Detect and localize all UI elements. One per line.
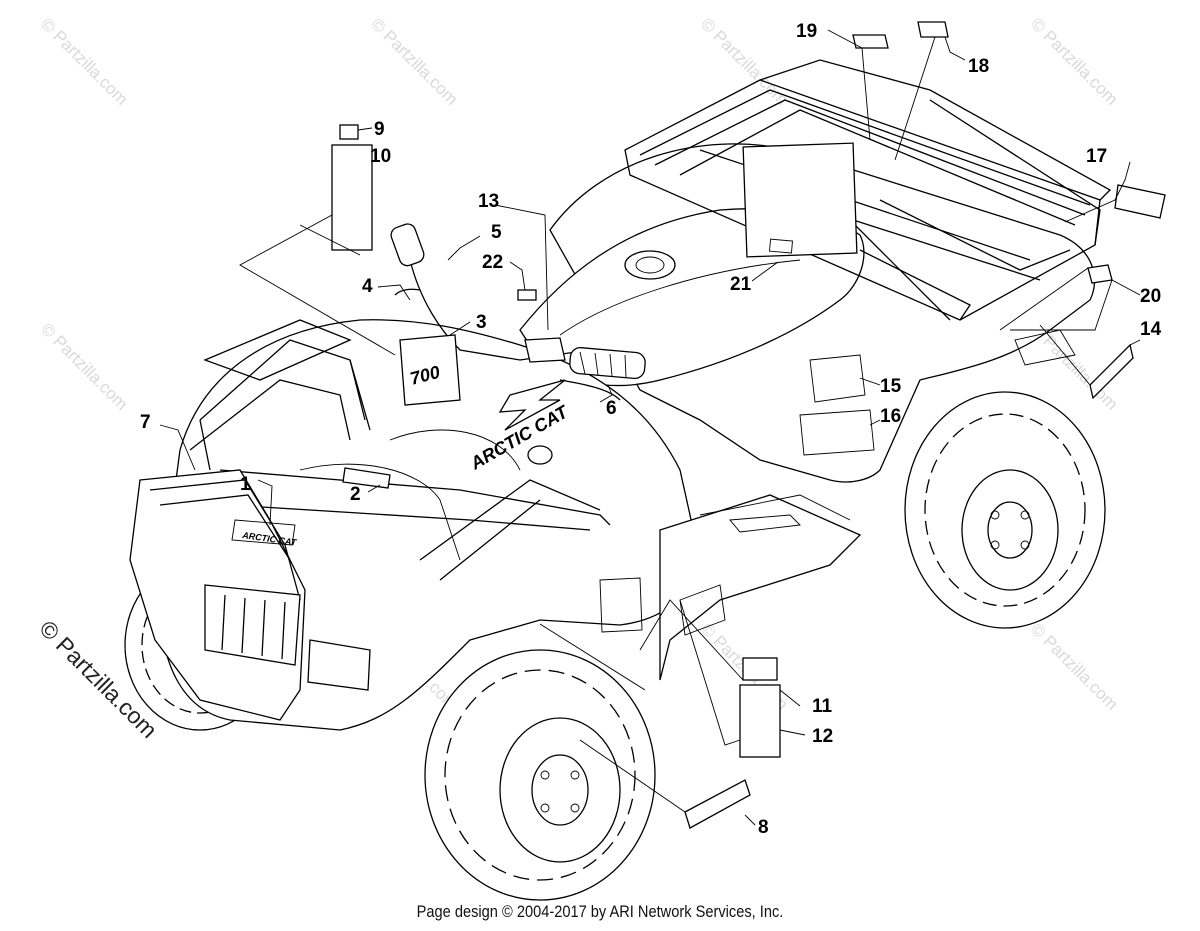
decal-8: [684, 779, 751, 829]
callout-17: 17: [1086, 146, 1107, 167]
callouts: 1 2 3 4 5 6 7 8 9 10 11 12 13 14 15 16 1…: [140, 21, 1162, 838]
front-rack: [189, 319, 611, 581]
decal-14: [1089, 343, 1134, 400]
decal-11: [742, 657, 778, 681]
callout-19: 19: [796, 21, 817, 42]
callout-4: 4: [362, 276, 373, 297]
rear-right-wheel: [904, 391, 1106, 629]
callout-13: 13: [478, 191, 499, 212]
decal-10: [331, 144, 373, 251]
callout-8: 8: [758, 817, 769, 838]
decal-17: [1114, 184, 1166, 219]
callout-16: 16: [880, 406, 901, 427]
callout-11: 11: [812, 696, 833, 717]
front-bumper: ARCTIC CAT: [129, 469, 371, 721]
callout-9: 9: [374, 119, 385, 140]
callout-5: 5: [491, 222, 502, 243]
callout-1: 1: [240, 474, 251, 495]
callout-22: 22: [482, 252, 503, 273]
callout-12: 12: [812, 726, 833, 747]
leader-lines: [159, 29, 1141, 826]
decal-18: [917, 21, 949, 38]
callout-7: 7: [140, 412, 151, 433]
watermark: © Partzilla.com: [37, 319, 131, 413]
front-right-wheel: [424, 649, 656, 901]
watermark: © Partzilla.com: [697, 14, 791, 108]
callout-14: 14: [1140, 319, 1162, 340]
decal-parts: [331, 21, 1166, 829]
rear-rack: [624, 59, 1112, 321]
decal-9: [339, 124, 359, 140]
watermark: © Partzilla.com: [37, 14, 131, 108]
watermark: © Partzilla.com: [1027, 619, 1121, 713]
page-footer: Page design © 2004-2017 by ARI Network S…: [416, 902, 784, 921]
callout-10: 10: [370, 146, 391, 167]
callout-6: 6: [606, 398, 617, 419]
callout-3: 3: [476, 312, 487, 333]
callout-20: 20: [1140, 286, 1161, 307]
watermark: © Partzilla.com: [367, 14, 461, 108]
atv-drawing: ARCTIC CAT 700 ARCTIC CAT: [124, 59, 1112, 901]
decal-12: [739, 684, 781, 758]
decal-21: [769, 238, 793, 254]
handlebars: 700: [390, 223, 646, 406]
watermark: © Partzilla.com: [1027, 14, 1121, 108]
callout-15: 15: [880, 376, 902, 397]
decal-19: [852, 34, 889, 49]
callout-18: 18: [968, 56, 989, 77]
callout-2: 2: [350, 484, 361, 505]
decal-22: [517, 289, 537, 301]
callout-21: 21: [730, 274, 752, 295]
decal-20: [1087, 264, 1113, 284]
